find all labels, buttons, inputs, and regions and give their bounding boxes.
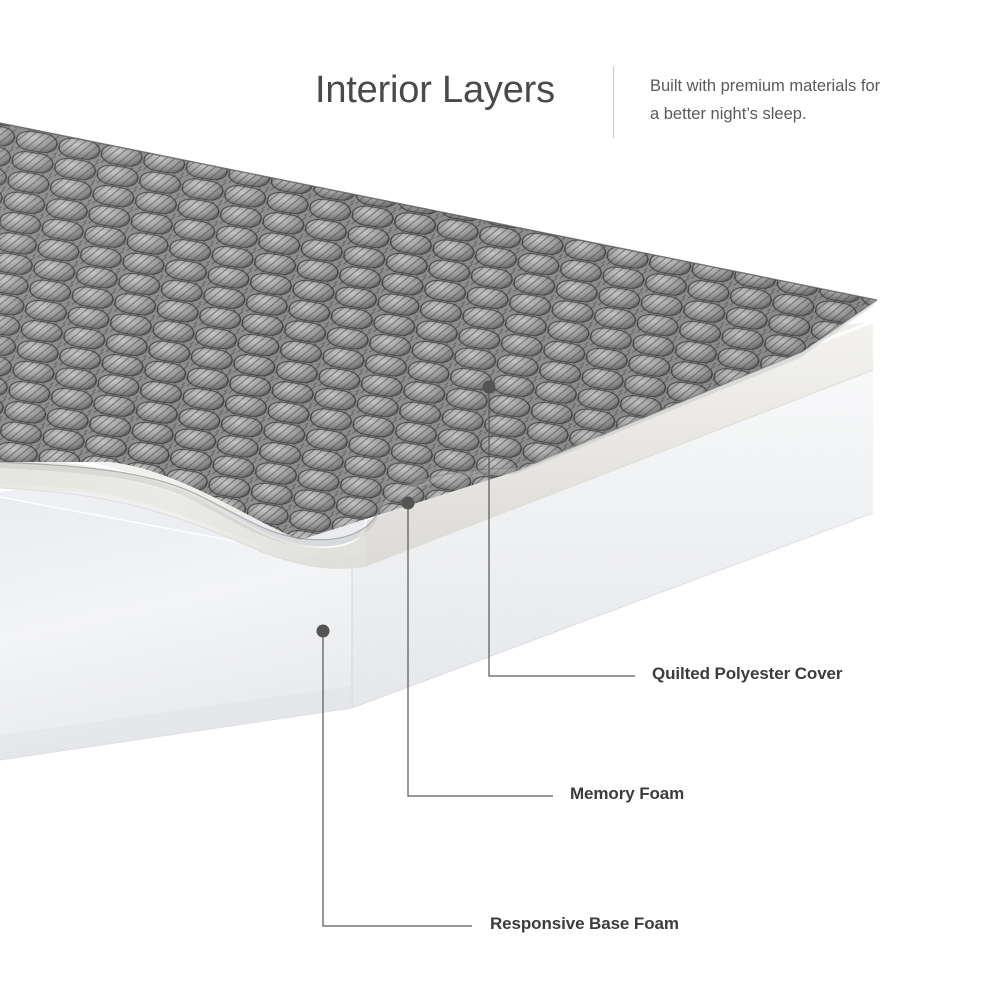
callout-dots xyxy=(316,380,496,638)
header-subtitle: Built with premium materials for a bette… xyxy=(650,72,950,128)
callout-dot-base xyxy=(316,624,330,638)
leader-line-memory xyxy=(407,509,553,797)
subtitle-line-1: Built with premium materials for xyxy=(650,77,881,95)
callout-leaders xyxy=(322,393,635,927)
page-title: Interior Layers xyxy=(315,69,555,111)
header: Interior Layers Built with premium mater… xyxy=(0,0,1000,160)
callout-dot-cover xyxy=(482,380,496,394)
callout-dot-memory xyxy=(401,496,415,510)
callout-label-responsive-base-foam: Responsive Base Foam xyxy=(490,914,679,933)
leader-line-base xyxy=(322,637,472,927)
header-divider xyxy=(613,66,614,138)
leader-line-cover xyxy=(488,393,635,677)
callout-label-memory-foam: Memory Foam xyxy=(570,784,685,803)
callout-label-quilted-polyester-cover: Quilted Polyester Cover xyxy=(652,664,843,683)
subtitle-line-2: a better night’s sleep. xyxy=(650,105,807,123)
